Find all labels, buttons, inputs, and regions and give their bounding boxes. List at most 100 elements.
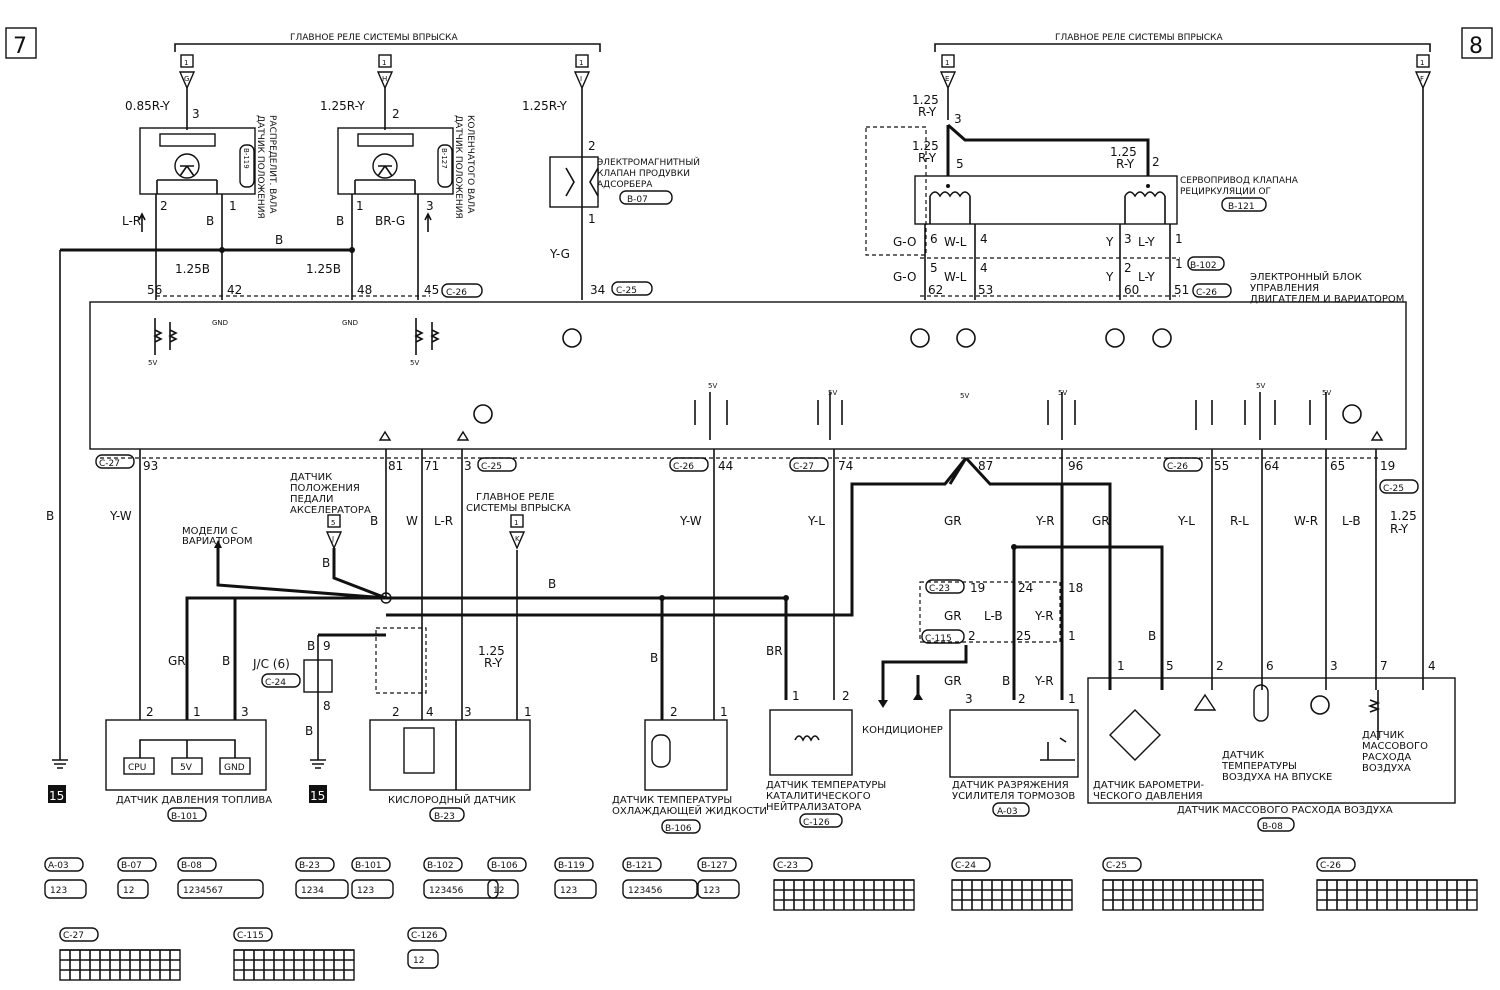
svg-text:L-R: L-R xyxy=(434,514,453,528)
svg-text:3: 3 xyxy=(965,692,973,706)
page-number-left: 7 xyxy=(5,27,37,59)
svg-text:ДАТЧИК БАРОМЕТРИ-: ДАТЧИК БАРОМЕТРИ- xyxy=(1093,780,1205,791)
connector-code: B-101 xyxy=(355,861,382,871)
svg-text:48: 48 xyxy=(357,283,372,297)
svg-text:2: 2 xyxy=(842,689,850,703)
svg-text:J: J xyxy=(331,535,334,543)
svg-text:3: 3 xyxy=(1124,232,1132,246)
svg-text:J/C (6): J/C (6) xyxy=(252,657,290,671)
svg-text:1: 1 xyxy=(1175,232,1183,246)
svg-text:6: 6 xyxy=(930,232,938,246)
svg-text:GR: GR xyxy=(168,654,186,668)
svg-text:СЕРВОПРИВОД КЛАПАНА: СЕРВОПРИВОД КЛАПАНА xyxy=(1180,176,1299,186)
svg-text:44: 44 xyxy=(718,459,733,473)
svg-text:ДВИГАТЕЛЕМ И ВАРИАТОРОМ: ДВИГАТЕЛЕМ И ВАРИАТОРОМ xyxy=(1250,294,1404,305)
connector-code: C-27 xyxy=(63,931,84,941)
svg-text:R-Y: R-Y xyxy=(1390,522,1409,536)
svg-text:W-R: W-R xyxy=(1294,514,1318,528)
svg-text:A-03: A-03 xyxy=(997,807,1018,817)
svg-text:GND: GND xyxy=(224,763,245,773)
svg-text:15: 15 xyxy=(49,789,64,803)
svg-text:BR-G: BR-G xyxy=(375,214,405,228)
svg-text:C-27: C-27 xyxy=(99,459,120,469)
connector-code: B-08 xyxy=(181,861,202,871)
joint-connector-6: B 9 J/C (6) C-24 8 B 15 xyxy=(252,627,427,803)
svg-text:R-Y: R-Y xyxy=(918,151,937,165)
svg-text:Y: Y xyxy=(1105,270,1114,284)
svg-text:R-L: R-L xyxy=(1230,514,1249,528)
svg-text:1.25: 1.25 xyxy=(1390,509,1417,523)
svg-text:ЭЛЕКТРОМАГНИТНЫЙ: ЭЛЕКТРОМАГНИТНЫЙ xyxy=(597,156,700,168)
connector-pins: 12 xyxy=(493,886,504,896)
svg-text:W-L: W-L xyxy=(944,235,967,249)
svg-text:R-Y: R-Y xyxy=(918,105,937,119)
svg-text:W: W xyxy=(406,514,418,528)
svg-text:ДАТЧИК ПОЛОЖЕНИЯ: ДАТЧИК ПОЛОЖЕНИЯ xyxy=(255,115,265,219)
svg-text:5: 5 xyxy=(331,519,335,527)
svg-text:5V: 5V xyxy=(708,382,717,390)
svg-text:G-O: G-O xyxy=(893,270,916,284)
svg-text:1: 1 xyxy=(514,519,518,527)
relay-terminal-e: 1 E xyxy=(939,54,957,90)
svg-text:АКСЕЛЕРАТОРА: АКСЕЛЕРАТОРА xyxy=(290,505,371,516)
svg-text:2: 2 xyxy=(1124,261,1132,275)
svg-text:71: 71 xyxy=(424,459,439,473)
svg-text:GR: GR xyxy=(1092,514,1110,528)
svg-text:1.25R-Y: 1.25R-Y xyxy=(522,99,567,113)
svg-text:1: 1 xyxy=(1117,659,1125,673)
svg-text:G: G xyxy=(184,75,189,83)
purge-solenoid: 1.25R-Y 2 ЭЛЕКТРОМАГНИТНЫЙ КЛАПАН ПРОДУВ… xyxy=(522,88,700,300)
svg-text:I: I xyxy=(580,75,582,83)
svg-text:3: 3 xyxy=(192,107,200,121)
connector-pins: 123 xyxy=(357,886,374,896)
svg-text:8: 8 xyxy=(323,699,331,713)
svg-text:L-R: L-R xyxy=(122,214,141,228)
svg-text:B: B xyxy=(336,214,344,228)
connector-c-24: C-24 xyxy=(951,857,1073,911)
svg-text:ДАТЧИК: ДАТЧИК xyxy=(290,472,332,483)
svg-text:ПОЛОЖЕНИЯ: ПОЛОЖЕНИЯ xyxy=(290,483,360,494)
svg-text:4: 4 xyxy=(1428,659,1436,673)
svg-text:Y-L: Y-L xyxy=(1177,514,1195,528)
svg-text:1: 1 xyxy=(524,705,532,719)
main-relay-brace-right xyxy=(934,43,1431,52)
svg-text:C-25: C-25 xyxy=(616,286,637,296)
svg-text:B-23: B-23 xyxy=(434,812,455,822)
svg-text:53: 53 xyxy=(978,283,993,297)
svg-text:2: 2 xyxy=(1018,692,1026,706)
svg-text:C-115: C-115 xyxy=(925,634,952,644)
svg-text:РАСХОДА: РАСХОДА xyxy=(1362,752,1411,763)
svg-text:1: 1 xyxy=(588,212,596,226)
main-relay-brace-left xyxy=(174,43,601,52)
svg-text:КОЛЕНЧАТОГО ВАЛА: КОЛЕНЧАТОГО ВАЛА xyxy=(465,115,475,214)
svg-text:1: 1 xyxy=(356,199,364,213)
svg-text:4: 4 xyxy=(980,261,988,275)
svg-text:2: 2 xyxy=(1152,155,1160,169)
coolant-temp-sensor: 2 1 ДАТЧИК ТЕМПЕРАТУРЫ ОХЛАЖДАЮЩЕЙ ЖИДКО… xyxy=(612,651,767,834)
svg-text:1: 1 xyxy=(1175,257,1183,271)
svg-text:B: B xyxy=(548,577,556,591)
svg-text:2: 2 xyxy=(588,139,596,153)
svg-text:B: B xyxy=(650,651,658,665)
svg-text:3: 3 xyxy=(954,112,962,126)
svg-text:Y-R: Y-R xyxy=(1035,514,1055,528)
svg-text:B-101: B-101 xyxy=(171,812,198,822)
svg-text:65: 65 xyxy=(1330,459,1345,473)
connector-code: B-23 xyxy=(299,861,320,871)
svg-text:АДСОРБЕРА: АДСОРБЕРА xyxy=(597,180,653,190)
svg-text:ВОЗДУХА: ВОЗДУХА xyxy=(1362,763,1411,774)
svg-text:B: B xyxy=(322,556,330,570)
svg-text:B-106: B-106 xyxy=(665,824,692,834)
connector-code: B-121 xyxy=(626,861,653,871)
connector-code: C-115 xyxy=(237,931,264,941)
connector-code: B-07 xyxy=(121,861,142,871)
svg-text:1.25B: 1.25B xyxy=(175,262,210,276)
svg-text:2: 2 xyxy=(392,107,400,121)
svg-text:45: 45 xyxy=(424,283,439,297)
